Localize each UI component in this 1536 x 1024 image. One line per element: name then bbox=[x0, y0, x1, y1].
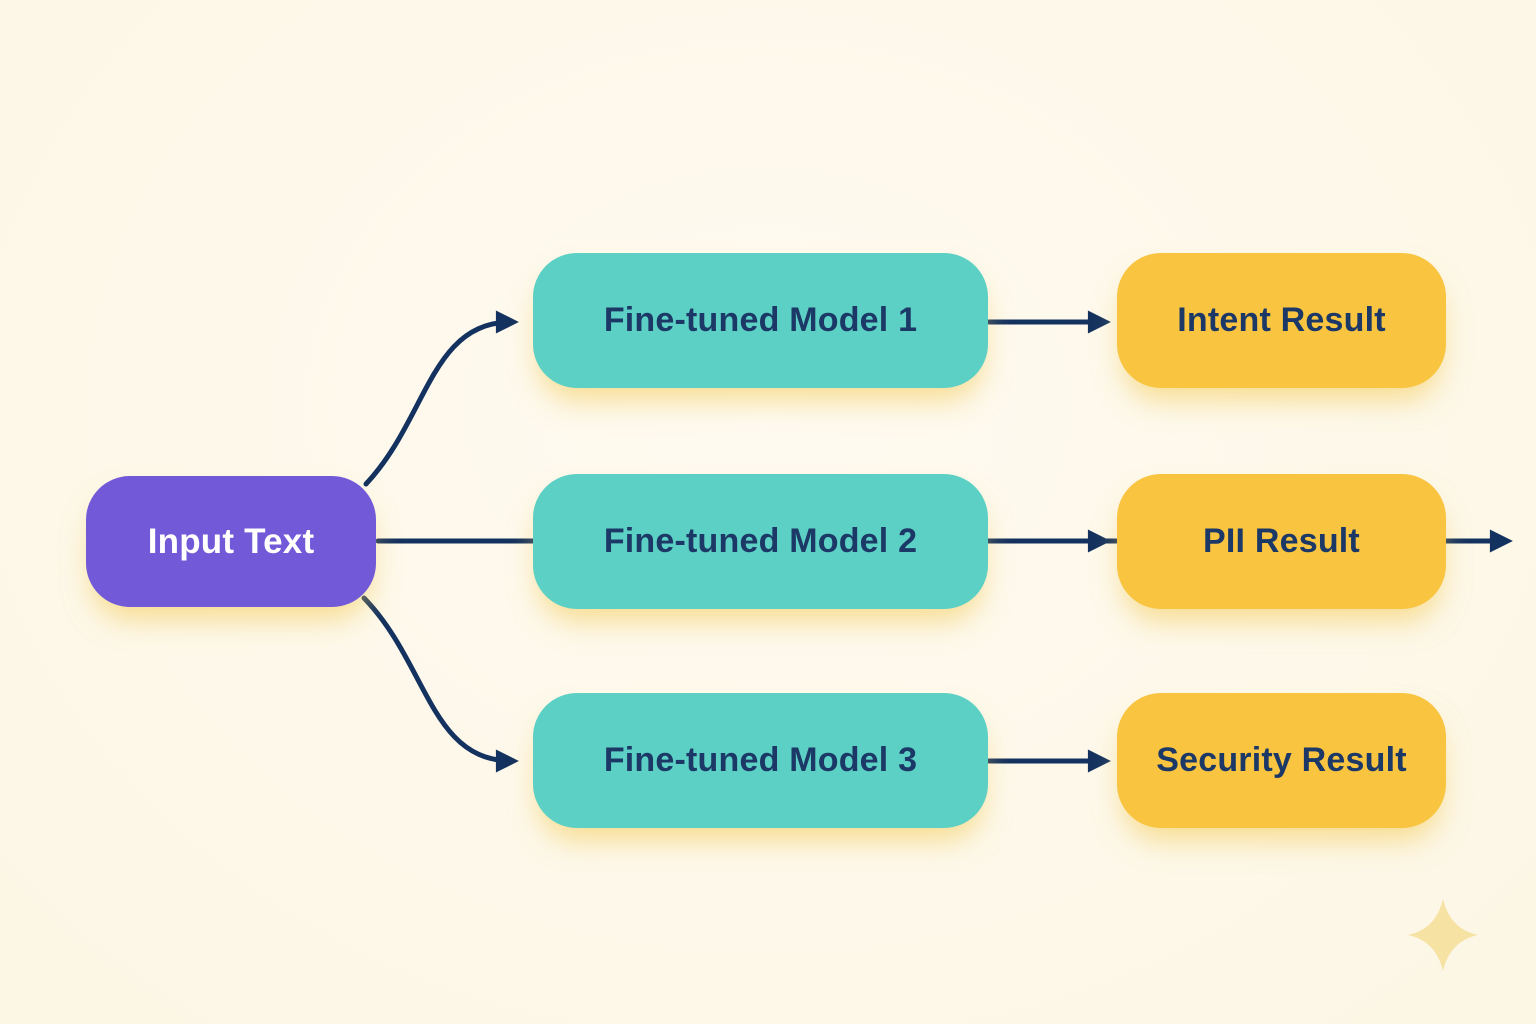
node-security-result-label: Security Result bbox=[1156, 741, 1407, 779]
node-fine-tuned-model-3-label: Fine-tuned Model 3 bbox=[603, 741, 918, 779]
node-pii-result: PII Result bbox=[1117, 474, 1446, 609]
edge-input-model3 bbox=[361, 595, 519, 773]
node-fine-tuned-model-2-label: Fine-tuned Model 2 bbox=[603, 522, 918, 560]
edge-input-model1 bbox=[363, 310, 519, 487]
node-input-text-label: Input Text bbox=[147, 521, 315, 561]
sparkle-icon bbox=[1408, 899, 1478, 971]
node-fine-tuned-model-1: Fine-tuned Model 1 bbox=[533, 253, 988, 388]
node-intent-result: Intent Result bbox=[1117, 253, 1446, 388]
node-fine-tuned-model-3: Fine-tuned Model 3 bbox=[533, 693, 988, 828]
node-fine-tuned-model-1-label: Fine-tuned Model 1 bbox=[603, 301, 918, 339]
node-intent-result-label: Intent Result bbox=[1177, 301, 1386, 339]
node-pii-result-label: PII Result bbox=[1203, 522, 1360, 560]
node-input-text: Input Text bbox=[86, 476, 376, 607]
node-fine-tuned-model-2: Fine-tuned Model 2 bbox=[533, 474, 988, 609]
node-security-result: Security Result bbox=[1117, 693, 1446, 828]
